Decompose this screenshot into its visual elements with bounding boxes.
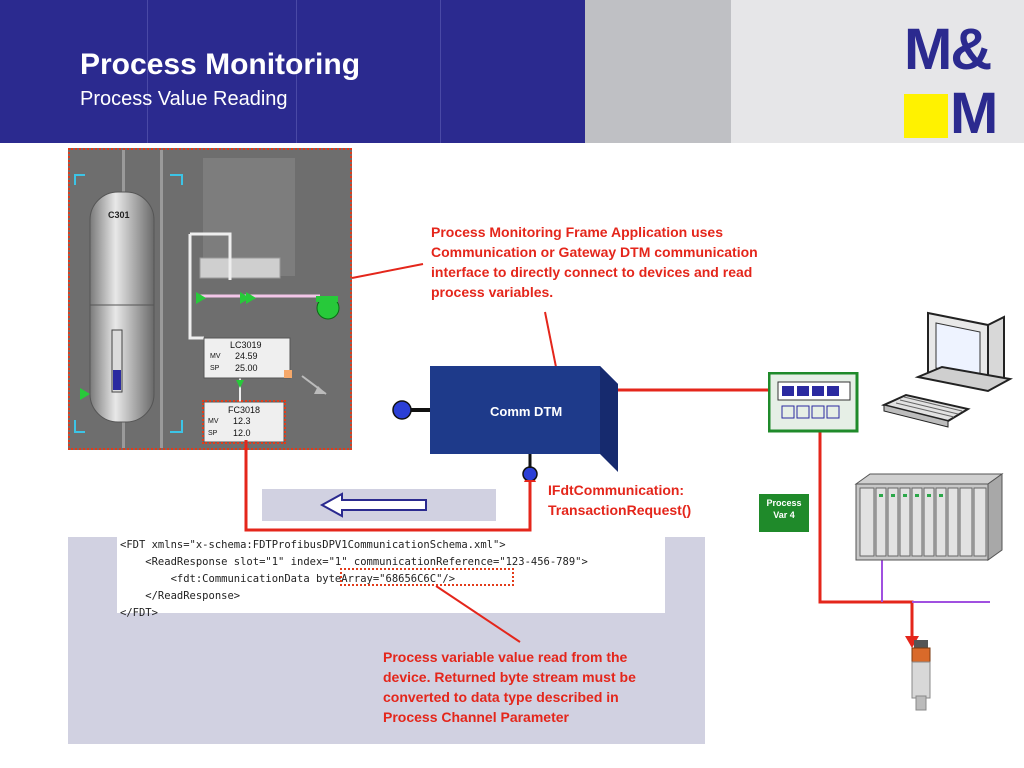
scada-graphic <box>74 150 340 448</box>
process-var-line-1: Process <box>766 498 802 508</box>
tag2-highlight <box>202 400 286 444</box>
xml-line-5: </FDT> <box>120 607 158 619</box>
byte-stream-note: Process variable value read from the dev… <box>383 647 683 727</box>
xml-line-3: <fdt:CommunicationData byteArray="68656C… <box>120 573 456 585</box>
tag1-val2: 25.00 <box>235 363 258 373</box>
xml-line-2: <ReadResponse slot="1" index="1" communi… <box>120 556 588 568</box>
tag2-val1: 12.3 <box>233 416 251 426</box>
frame-app-note: Process Monitoring Frame Application use… <box>431 222 771 302</box>
byte-stream-note-line-3: converted to data type described in <box>383 689 619 705</box>
left-arrow-icon <box>319 492 427 518</box>
tag2-prefix2: SP <box>208 430 218 437</box>
tag1-prefix1: MV <box>210 353 221 360</box>
plc-rack-icon <box>854 473 1004 561</box>
frame-app-note-line-1: Process Monitoring Frame Application use… <box>431 224 723 240</box>
page-subtitle: Process Value Reading <box>80 88 288 110</box>
interface-note-line-1: IFdtCommunication: <box>548 482 685 498</box>
byte-stream-note-line-2: device. Returned byte stream must be <box>383 669 636 685</box>
sensor-icon <box>911 640 931 711</box>
computer-icon <box>880 311 1013 428</box>
interface-note: IFdtCommunication: TransactionRequest() <box>548 480 691 520</box>
xml-line-1: <FDT xmlns="x-schema:FDTProfibusDPV1Comm… <box>120 539 506 551</box>
header-gray-band <box>585 0 731 143</box>
tag1-prefix2: SP <box>210 365 220 372</box>
controller-display-icon <box>768 372 859 433</box>
header-light-band <box>731 0 1024 143</box>
comm-dtm-box <box>392 366 618 480</box>
byte-stream-note-line-4: Process Channel Parameter <box>383 709 569 725</box>
logo-bottom-text: M <box>950 81 998 146</box>
frame-app-note-line-2: Communication or Gateway DTM communicati… <box>431 244 758 260</box>
tank-label: C301 <box>108 210 130 220</box>
xml-response-box: <FDT xmlns="x-schema:FDTProfibusDPV1Comm… <box>117 537 665 619</box>
logo-top-text: M& <box>904 17 992 82</box>
tag2-name: FC3018 <box>228 405 261 415</box>
logo-yellow-square <box>904 94 948 138</box>
return-arrow-bar <box>262 489 496 521</box>
page-title: Process Monitoring <box>80 48 361 81</box>
comm-dtm-label: Comm DTM <box>490 404 563 419</box>
xml-line-4: </ReadResponse> <box>120 590 241 602</box>
frame-app-note-line-3: interface to directly connect to devices… <box>431 264 753 280</box>
byte-stream-note-line-1: Process variable value read from the <box>383 649 628 665</box>
bytearray-highlight <box>340 568 514 586</box>
frame-app-note-line-4: process variables. <box>431 284 554 300</box>
header-band <box>0 0 1024 143</box>
tag2-prefix1: MV <box>208 418 219 425</box>
interface-note-line-2: TransactionRequest() <box>548 502 692 518</box>
tag2-val2: 12.0 <box>233 428 251 438</box>
scada-screen: C301 LC3019 MV 24.59 SP 25.00 FC3018 MV … <box>68 148 352 450</box>
process-var-line-2: Var 4 <box>773 510 795 520</box>
tag1-val1: 24.59 <box>235 351 258 361</box>
process-var-badge: Process Var 4 <box>759 494 809 532</box>
tag1-name: LC3019 <box>230 340 262 350</box>
mm-logo: M& M <box>900 17 1000 143</box>
